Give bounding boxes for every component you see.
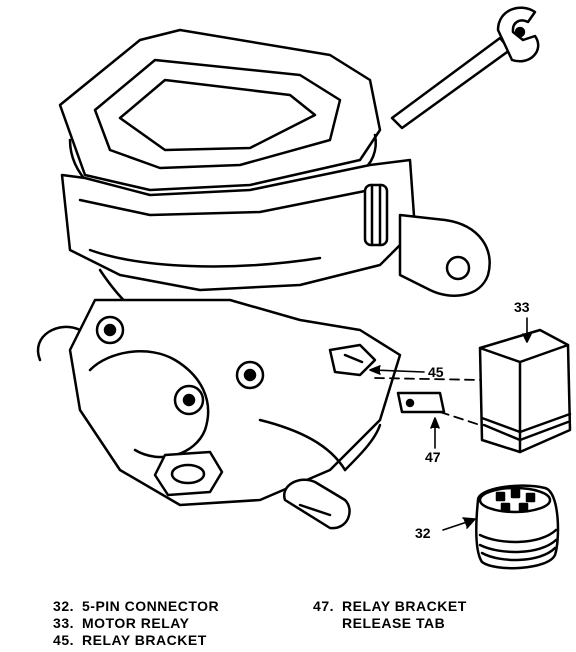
legend-number: 45. [53, 632, 74, 648]
mounting-flange [398, 213, 491, 297]
valve-body [36, 298, 402, 507]
legend-text: RELAY BRACKET [342, 598, 467, 614]
harness-connector [283, 423, 382, 530]
legend-item-47: 47. RELAY BRACKET [300, 598, 467, 614]
wrench-tool [390, 6, 540, 130]
callout-45: 45 [428, 364, 444, 380]
abs-unit-drawing: 33 45 47 32 [36, 6, 572, 570]
leader-lines [369, 317, 532, 531]
callout-47: 47 [425, 449, 441, 465]
hex-nut [153, 450, 224, 497]
callout-33: 33 [514, 299, 530, 315]
legend-item-47-cont: RELEASE TAB [300, 615, 445, 631]
legend-item-33: 33. MOTOR RELAY [40, 615, 189, 631]
release-tab [396, 391, 446, 414]
legend-number: 32. [53, 598, 74, 614]
legend-text: RELEASE TAB [342, 615, 446, 631]
legend-item-32: 32. 5-PIN CONNECTOR [40, 598, 219, 614]
reservoir [58, 28, 382, 192]
mounting-path [374, 377, 483, 426]
legend-item-45: 45. RELAY BRACKET [40, 632, 207, 648]
callout-32: 32 [415, 525, 431, 541]
legend-text: RELAY BRACKET [82, 632, 207, 648]
legend-number: 33. [53, 615, 74, 631]
legend: 32. 5-PIN CONNECTOR 33. MOTOR RELAY 45. REL… [0, 598, 576, 652]
legend-number: 47. [313, 598, 334, 614]
legend-text: MOTOR RELAY [82, 615, 190, 631]
motor-relay [478, 328, 572, 454]
five-pin-connector [474, 484, 560, 570]
relay-bracket [328, 343, 377, 377]
legend-text: 5-PIN CONNECTOR [82, 598, 220, 614]
